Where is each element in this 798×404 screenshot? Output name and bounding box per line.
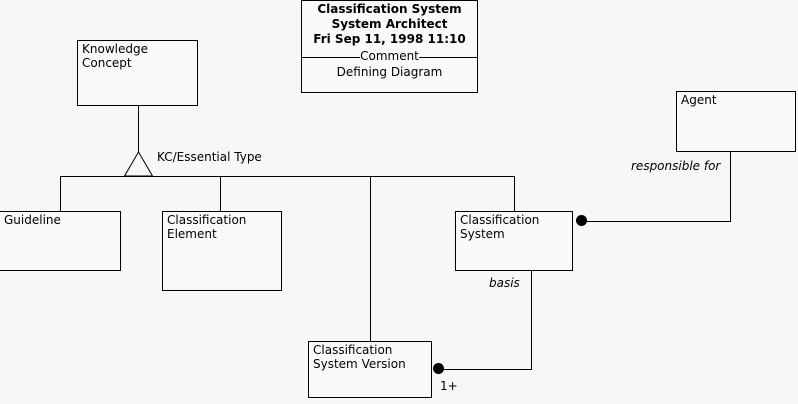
diagram-title-timestamp: Fri Sep 11, 1998 11:10: [313, 32, 466, 46]
comment-section-header: Comment: [302, 49, 477, 65]
generalization-branch-classification-element: [220, 176, 221, 212]
comment-rule-left: [302, 57, 360, 58]
basis-association-vertical: [531, 271, 532, 369]
class-label-guideline: Guideline: [4, 213, 61, 227]
generalization-triangle-icon: [123, 151, 154, 177]
class-box-knowledge-concept[interactable]: Knowledge Concept: [77, 40, 198, 106]
basis-association-horizontal: [443, 369, 532, 370]
comment-rule-right: [419, 57, 477, 58]
edge-label-multiplicity-one-plus: 1+: [440, 379, 458, 393]
diagram-title-name: Classification System: [317, 2, 462, 16]
class-box-agent[interactable]: Agent: [676, 91, 796, 152]
class-label-classification-system: Classification System: [460, 213, 540, 241]
class-box-guideline[interactable]: Guideline: [0, 211, 121, 271]
generalization-branch-guideline: [60, 176, 61, 212]
comment-section-label: Comment: [360, 49, 419, 63]
diagram-title-block: Classification System System Architect F…: [301, 0, 478, 93]
class-box-classification-system-version[interactable]: Classification System Version: [308, 341, 432, 398]
class-label-classification-system-version: Classification System Version: [313, 343, 406, 371]
generalization-bar: [60, 176, 515, 177]
comment-text: Defining Diagram: [336, 65, 443, 79]
agent-association-vertical: [730, 152, 731, 221]
agent-association-horizontal: [586, 221, 731, 222]
diagram-title-author: System Architect: [331, 17, 448, 31]
class-box-classification-element[interactable]: Classification Element: [162, 211, 282, 291]
class-box-classification-system[interactable]: Classification System: [455, 211, 573, 271]
edge-label-generalization: KC/Essential Type: [157, 150, 262, 164]
aggregation-dot-classification-system: [576, 215, 587, 226]
generalization-stem: [138, 106, 139, 152]
class-label-agent: Agent: [681, 93, 717, 107]
edge-label-responsible-for: responsible for: [631, 159, 721, 173]
edge-label-basis: basis: [489, 276, 520, 290]
generalization-branch-classification-system-version: [370, 176, 371, 342]
generalization-branch-classification-system: [514, 176, 515, 212]
class-label-knowledge-concept: Knowledge Concept: [82, 42, 148, 70]
aggregation-dot-classification-system-version: [433, 363, 444, 374]
class-label-classification-element: Classification Element: [167, 213, 247, 241]
